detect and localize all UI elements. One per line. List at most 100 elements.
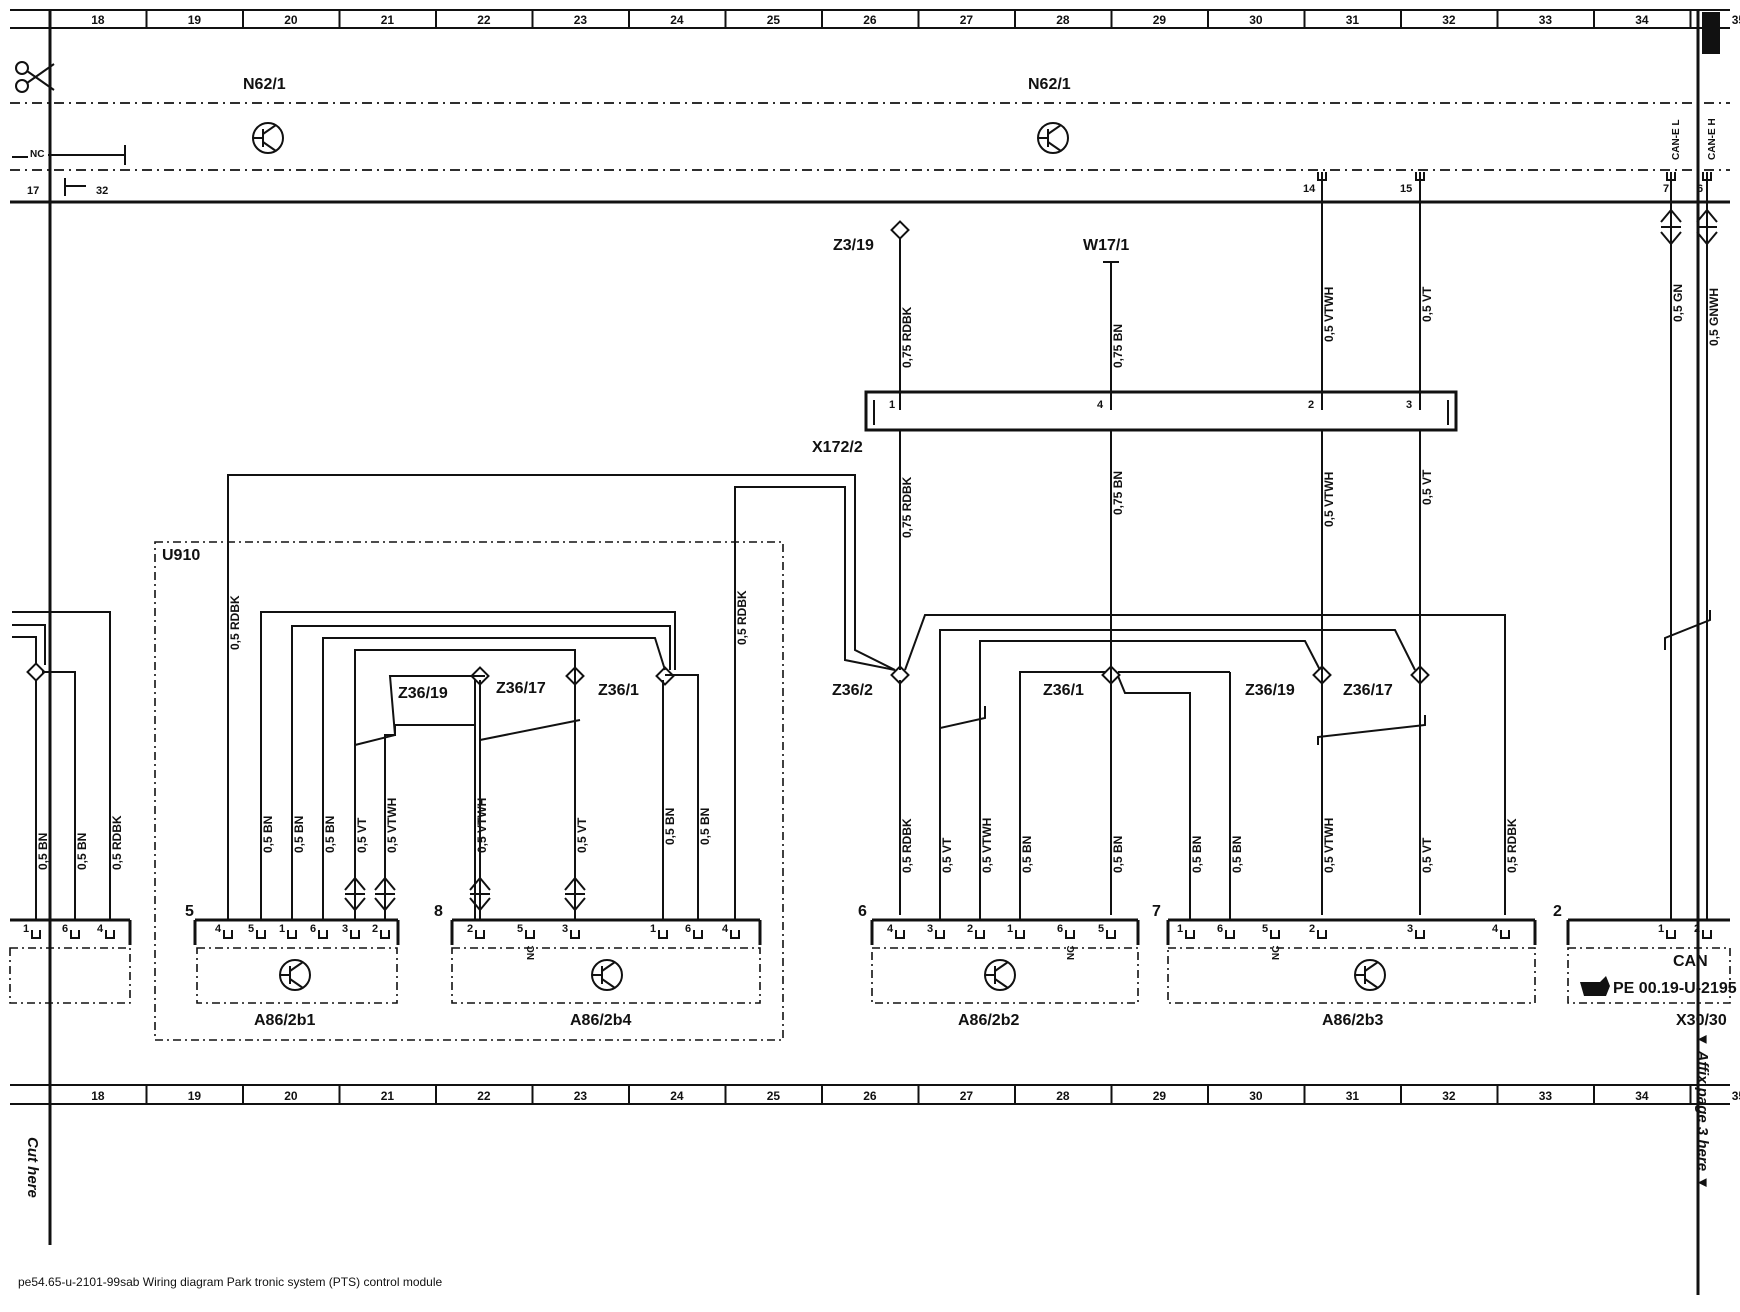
z36-19-label: Z36/19 [398, 685, 448, 702]
connector-pin [105, 930, 115, 939]
splice-diamond [26, 662, 46, 682]
double-arrow-icon [374, 876, 396, 912]
column-number: 19 [188, 13, 202, 27]
splice-diamond [470, 666, 490, 686]
splice-diamond [655, 666, 675, 686]
column-number: 21 [381, 1089, 395, 1103]
connector-number: 5 [185, 903, 194, 920]
wire-label: 0,75 BN [1111, 324, 1125, 368]
connector-pin [1185, 930, 1195, 939]
column-number: 33 [1539, 1089, 1553, 1103]
column-number: 18 [91, 1089, 105, 1103]
pin-number: 3 [1407, 923, 1413, 935]
pointing-hand-icon [1580, 976, 1610, 996]
a86-2b1-label: A86/2b1 [254, 1012, 315, 1029]
connector-pin [1415, 930, 1425, 939]
a86-2b3-module [1167, 947, 1536, 1004]
pin-number: 4 [722, 923, 729, 935]
n62-label-left: N62/1 [243, 76, 286, 93]
connector-number: 8 [434, 903, 443, 920]
x30-30-label: X30/30 [1676, 1012, 1727, 1029]
connector-number: 7 [1152, 903, 1161, 920]
wire-label: 0,5 RDBK [228, 595, 242, 650]
column-number: 29 [1153, 13, 1167, 27]
bottom-column-ruler: 181920212223242526272829303132333435 [10, 1084, 1740, 1105]
connector-pin [350, 930, 360, 939]
column-number: 34 [1635, 13, 1649, 27]
w17-1-label: W17/1 [1083, 237, 1129, 254]
scissors-icon [15, 61, 55, 93]
connector-pin [223, 930, 233, 939]
column-number: 22 [477, 13, 491, 27]
x172-2-connector [864, 390, 1458, 432]
nc-label: NC [30, 149, 44, 160]
connector-pin [570, 930, 580, 939]
splice-diamond [1312, 665, 1332, 685]
connector-pin [1317, 930, 1327, 939]
x172-pin-label: 2 [1308, 399, 1314, 411]
nc-pin-label: NC [526, 946, 537, 960]
connector-pin [935, 930, 945, 939]
splice-diamond [890, 665, 910, 685]
can-h-label: CAN-E H [1707, 118, 1718, 160]
connector-pin [1065, 930, 1075, 939]
column-number: 24 [670, 1089, 684, 1103]
x172-pin-label: 1 [889, 399, 895, 411]
connector-pin [31, 930, 41, 939]
top-column-ruler: 181920212223242526272829303132333435 [10, 9, 1740, 29]
connector-pin [1106, 930, 1116, 939]
connector-pin [1015, 930, 1025, 939]
column-number: 32 [1442, 13, 1456, 27]
a86-2b2-label: A86/2b2 [958, 1012, 1019, 1029]
wire-label: 0,5 VTWH [1322, 472, 1336, 527]
pin-number: 5 [1098, 923, 1104, 935]
column-number: 29 [1153, 1089, 1167, 1103]
connector-pin [256, 930, 266, 939]
pin-number: 2 [1694, 923, 1700, 935]
affix-page-text: ▼ Affix page 3 here ▼ [1694, 1032, 1711, 1190]
pin-number: 2 [1309, 923, 1315, 935]
pin-number: 1 [1007, 923, 1013, 935]
connector-number: 2 [1553, 903, 1562, 920]
column-number: 22 [477, 1089, 491, 1103]
splice-diamond [1410, 665, 1430, 685]
wire-label: 0,5 BN [292, 816, 306, 853]
pe-reference-link[interactable]: PE 00.19-U-2195 [1613, 980, 1737, 997]
z36-1-label: Z36/1 [1043, 682, 1084, 699]
a86-2b1-module [196, 947, 398, 1004]
column-number: 27 [960, 1089, 974, 1103]
connector-pin [70, 930, 80, 939]
transistor-icon [1354, 959, 1386, 991]
column-number: 25 [767, 13, 781, 27]
column-number: 34 [1635, 1089, 1649, 1103]
z36-2-label: Z36/2 [832, 682, 873, 699]
column-number: 26 [863, 1089, 877, 1103]
wire-label: 0,5 VTWH [475, 798, 489, 853]
pin-number: 6 [310, 923, 316, 935]
column-number: 30 [1249, 1089, 1263, 1103]
pin-number: 3 [927, 923, 933, 935]
connector-pin [525, 930, 535, 939]
u910-label: U910 [162, 547, 200, 564]
wire-label: 0,5 BN [323, 816, 337, 853]
pin-6-label: 6 [1697, 183, 1703, 195]
pin-number: 1 [1177, 923, 1183, 935]
connector-pin [318, 930, 328, 939]
connector-pin [975, 930, 985, 939]
a86-2b4-label: A86/2b4 [570, 1012, 631, 1029]
connector-pin [895, 930, 905, 939]
wire-label: 0,5 BN [663, 808, 677, 845]
wire-label: 0,5 BN [698, 808, 712, 845]
wire-label: 0,5 VT [575, 817, 589, 853]
column-number: 31 [1346, 13, 1360, 27]
double-arrow-icon [564, 876, 586, 912]
wire-label: 0,75 BN [1111, 471, 1125, 515]
pin-number: 6 [1057, 923, 1063, 935]
pin-17-label: 17 [27, 185, 39, 197]
column-number: 33 [1539, 13, 1553, 27]
pin-number: 1 [1658, 923, 1664, 935]
pin-14-label: 14 [1303, 183, 1316, 195]
z36-19-label: Z36/19 [1245, 682, 1295, 699]
wire-label: 0,5 VTWH [980, 818, 994, 873]
